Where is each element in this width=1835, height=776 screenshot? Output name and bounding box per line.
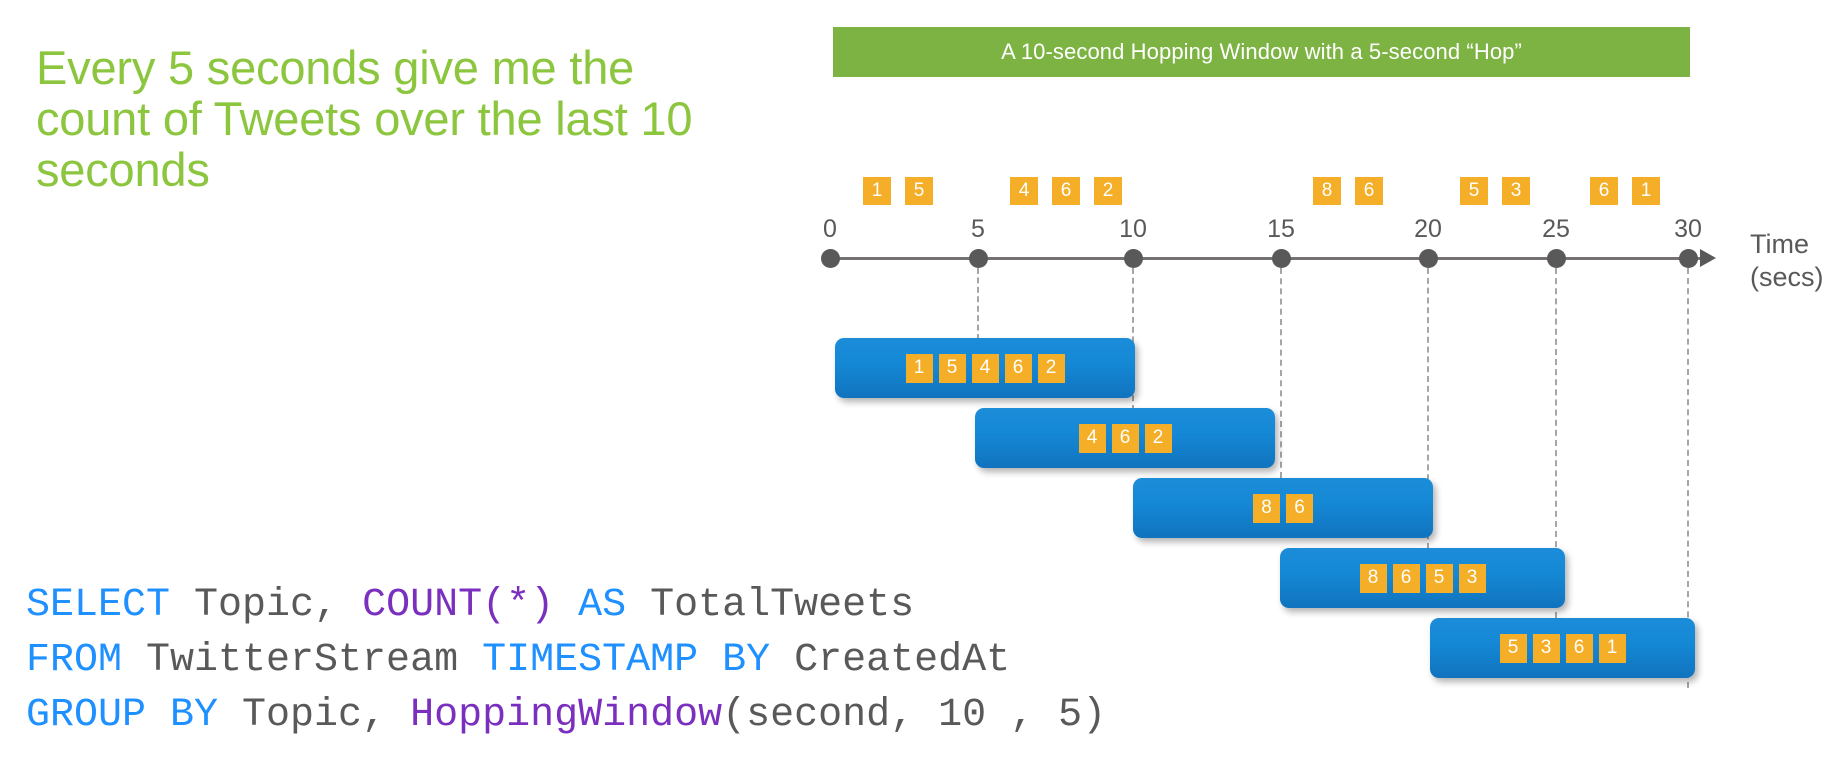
event-token: 5 [905, 177, 933, 205]
window-token: 1 [905, 353, 933, 383]
window-token: 6 [1392, 563, 1420, 593]
sql-token: TIMESTAMP BY [482, 638, 771, 683]
tick-dot [1124, 249, 1143, 268]
sql-token: FROM [26, 638, 123, 683]
time-axis-label-line2: (secs) [1750, 262, 1824, 292]
event-token: 8 [1313, 177, 1341, 205]
tick-dashed-line [977, 268, 979, 340]
event-token: 4 [1010, 177, 1038, 205]
window-token: 8 [1253, 493, 1280, 523]
tick-label: 25 [1542, 215, 1570, 243]
sql-token: Topic, [218, 693, 411, 738]
sql-line: GROUP BY Topic, HoppingWindow(second, 10… [26, 688, 1106, 743]
window-token: 1 [1598, 633, 1626, 663]
window-token: 6 [1004, 353, 1032, 383]
tick-label: 20 [1414, 215, 1442, 243]
window-token: 8 [1359, 563, 1387, 593]
page-title: Every 5 seconds give me the count of Twe… [36, 41, 693, 196]
sql-line: FROM TwitterStream TIMESTAMP BY CreatedA… [26, 633, 1106, 688]
window-token: 3 [1532, 633, 1560, 663]
banner: A 10-second Hopping Window with a 5-seco… [833, 27, 1690, 77]
window-token: 4 [1078, 423, 1106, 453]
time-axis-line [825, 257, 1705, 260]
sql-token: GROUP BY [26, 693, 219, 738]
tick-label: 10 [1119, 215, 1147, 243]
event-token: 6 [1355, 177, 1383, 205]
sql-token: TwitterStream [122, 638, 483, 683]
time-axis-label-line1: Time [1750, 229, 1809, 259]
tick-dot [1272, 249, 1291, 268]
sql-token: HoppingWindow [410, 693, 723, 738]
sql-line: SELECT Topic, COUNT(*) AS TotalTweets [26, 578, 1106, 633]
time-axis-arrow-icon [1700, 249, 1716, 267]
window-token: 5 [1425, 563, 1453, 593]
window-token: 6 [1111, 423, 1139, 453]
tick-dot [969, 249, 988, 268]
banner-label: A 10-second Hopping Window with a 5-seco… [1001, 39, 1522, 64]
window-token: 4 [971, 353, 999, 383]
sql-token: (second, 10 , 5) [722, 693, 1107, 738]
event-token: 5 [1460, 177, 1488, 205]
sql-token: AS [578, 583, 627, 628]
tick-dot [1547, 249, 1566, 268]
window-token: 2 [1037, 353, 1065, 383]
time-axis-label: Time (secs) [1750, 228, 1824, 294]
event-token: 6 [1590, 177, 1618, 205]
window-token: 6 [1565, 633, 1593, 663]
tick-dot [1679, 249, 1698, 268]
window-token: 2 [1144, 423, 1172, 453]
sql-token [554, 583, 578, 628]
tick-dot [1419, 249, 1438, 268]
event-token: 1 [863, 177, 891, 205]
event-token: 3 [1502, 177, 1530, 205]
event-token: 2 [1094, 177, 1122, 205]
sql-token: COUNT(*) [362, 583, 555, 628]
sql-token: CreatedAt [770, 638, 1011, 683]
sql-token: TotalTweets [626, 583, 915, 628]
sql-token: SELECT [26, 583, 171, 628]
tick-dashed-line [1280, 268, 1282, 478]
tick-dot [821, 249, 840, 268]
tick-label: 30 [1674, 215, 1702, 243]
sql-token: Topic, [170, 583, 363, 628]
window-token: 5 [1499, 633, 1527, 663]
event-token: 6 [1052, 177, 1080, 205]
window-token: 6 [1286, 493, 1313, 523]
tick-label: 5 [971, 215, 985, 243]
window-token: 5 [938, 353, 966, 383]
tick-label: 15 [1267, 215, 1295, 243]
event-token: 1 [1632, 177, 1660, 205]
tick-label: 0 [823, 215, 837, 243]
window-token: 3 [1458, 563, 1486, 593]
